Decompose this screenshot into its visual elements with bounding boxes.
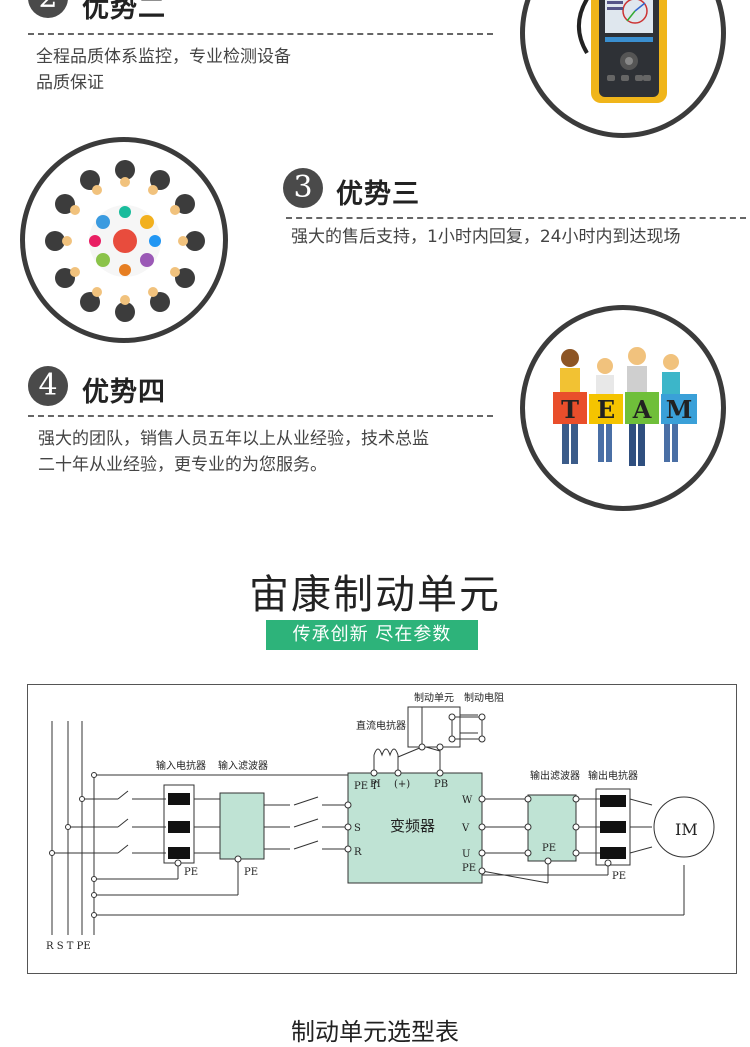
wiring-diagram: 制动单元 制动电阻 直流电抗器 输入电抗器 输入滤波器 输出滤波器 输出电抗器 … xyxy=(27,684,737,974)
team-letter-m: M xyxy=(666,395,693,424)
team-block-a xyxy=(625,392,659,424)
label-brake-unit: 制动单元 xyxy=(414,691,454,704)
divider xyxy=(28,415,493,417)
advantage-text-2: 全程品质体系监控，专业检测设备 品质保证 xyxy=(36,44,291,96)
text-line: 二十年从业经验，更专业的为您服务。 xyxy=(38,455,327,475)
team-block-e xyxy=(589,394,623,424)
label-pe-reactor: PE xyxy=(184,867,198,878)
divider xyxy=(28,33,493,35)
label-motor: IM xyxy=(675,820,698,839)
advantage-title-3: 优势三 xyxy=(336,179,420,210)
section-title: 宙康制动单元 xyxy=(249,572,501,618)
label-input-filter: 输入滤波器 xyxy=(218,759,268,772)
label-pe-filter: PE xyxy=(244,867,258,878)
label-output-filter: 输出滤波器 xyxy=(530,769,580,782)
team-block-t xyxy=(553,392,587,424)
divider xyxy=(286,217,746,219)
label-v: V xyxy=(461,823,470,834)
slogan-banner: 传承创新 尽在参数 xyxy=(266,620,478,650)
social-image-circle xyxy=(20,137,228,343)
people-network-image xyxy=(45,160,205,322)
team-people-image: T E A M xyxy=(553,347,697,466)
advantage-text-4: 强大的团队，销售人员五年以上从业经验，技术总监 二十年从业经验，更专业的为您服务… xyxy=(38,426,429,478)
label-pe-inverter: PE xyxy=(462,863,476,874)
label-r: R xyxy=(354,847,362,858)
wiring-diagram-svg: 制动单元 制动电阻 直流电抗器 输入电抗器 输入滤波器 输出滤波器 输出电抗器 … xyxy=(46,691,715,952)
label-s: S xyxy=(354,823,361,834)
label-pe-t: PE T xyxy=(354,781,378,792)
text-line: 全程品质体系监控，专业检测设备 xyxy=(36,47,291,67)
label-pb: PB xyxy=(434,779,448,790)
number-badge-4: 4 xyxy=(28,366,68,406)
label-pe-output-filter: PE xyxy=(542,843,556,854)
text-line: 强大的团队，销售人员五年以上从业经验，技术总监 xyxy=(38,429,429,449)
label-rstpe: R S T PE xyxy=(46,941,91,952)
number-badge-2: 2 xyxy=(28,0,68,18)
team-letter-e: E xyxy=(597,395,615,424)
label-plus: (+) xyxy=(394,779,410,790)
team-letter-t: T xyxy=(561,395,579,424)
label-pi: PI xyxy=(370,779,381,790)
selection-table-title: 制动单元选型表 xyxy=(291,1018,459,1046)
label-u: U xyxy=(462,849,470,860)
text-line: 品质保证 xyxy=(36,73,104,93)
power-analyzer-image xyxy=(576,0,667,103)
team-image-circle: T E A M xyxy=(520,305,726,511)
label-input-reactor: 输入电抗器 xyxy=(156,759,206,772)
device-image-circle xyxy=(520,0,726,138)
label-dc-reactor: 直流电抗器 xyxy=(356,719,406,732)
label-w: W xyxy=(462,795,473,806)
advantage-text-3: 强大的售后支持，1小时内回复，24小时内到达现场 xyxy=(291,227,681,247)
label-brake-resistor: 制动电阻 xyxy=(464,691,504,704)
advantage-title-4: 优势四 xyxy=(82,377,166,408)
advantage-title-2: 优势二 xyxy=(82,0,166,24)
team-letter-a: A xyxy=(632,395,652,424)
label-inverter: 变频器 xyxy=(390,817,435,835)
number-badge-3: 3 xyxy=(283,168,323,208)
label-pe-output-reactor: PE xyxy=(612,871,626,882)
team-block-m xyxy=(661,394,697,424)
label-output-reactor: 输出电抗器 xyxy=(588,769,638,782)
